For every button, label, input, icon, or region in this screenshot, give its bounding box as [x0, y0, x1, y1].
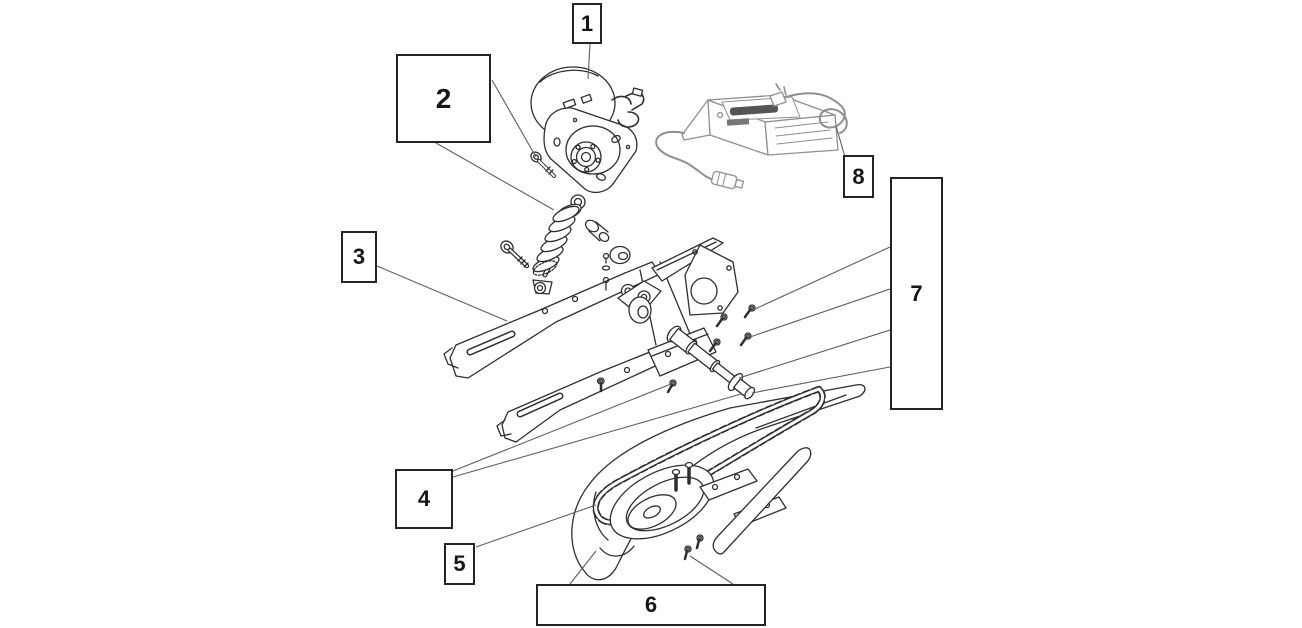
callout-box-axle-hardware: 7: [890, 177, 943, 410]
callout-label: 3: [352, 244, 366, 269]
callout-label: 4: [417, 486, 431, 511]
leader-lines: [376, 43, 891, 585]
callout-box-axle-bolt: 4: [395, 469, 453, 529]
callout-label: 7: [910, 280, 923, 306]
motor-illustration: [530, 66, 645, 194]
chain-guard-illustration: [571, 384, 866, 581]
callout-box-motor: 1: [572, 3, 602, 44]
shock-absorber-illustration: [500, 194, 631, 295]
callout-label: 8: [852, 163, 865, 189]
callout-label: 6: [644, 592, 658, 617]
callout-box-chain-guard: 6: [536, 584, 766, 626]
callout-box-chain: 5: [444, 543, 475, 585]
swingarm-illustration: [443, 237, 739, 443]
chain-guard-front-illustration: [609, 447, 812, 555]
charger-illustration: [655, 83, 848, 190]
callout-label: 1: [580, 10, 594, 36]
callout-label: 2: [435, 82, 452, 114]
callout-label: 5: [453, 551, 466, 576]
parts-artwork: [443, 66, 866, 581]
callout-box-shock-absorber: 2: [396, 54, 491, 143]
callout-box-swingarm: 3: [341, 231, 377, 283]
callout-box-battery-charger: 8: [843, 155, 874, 198]
fastener-hardware: [597, 304, 756, 561]
